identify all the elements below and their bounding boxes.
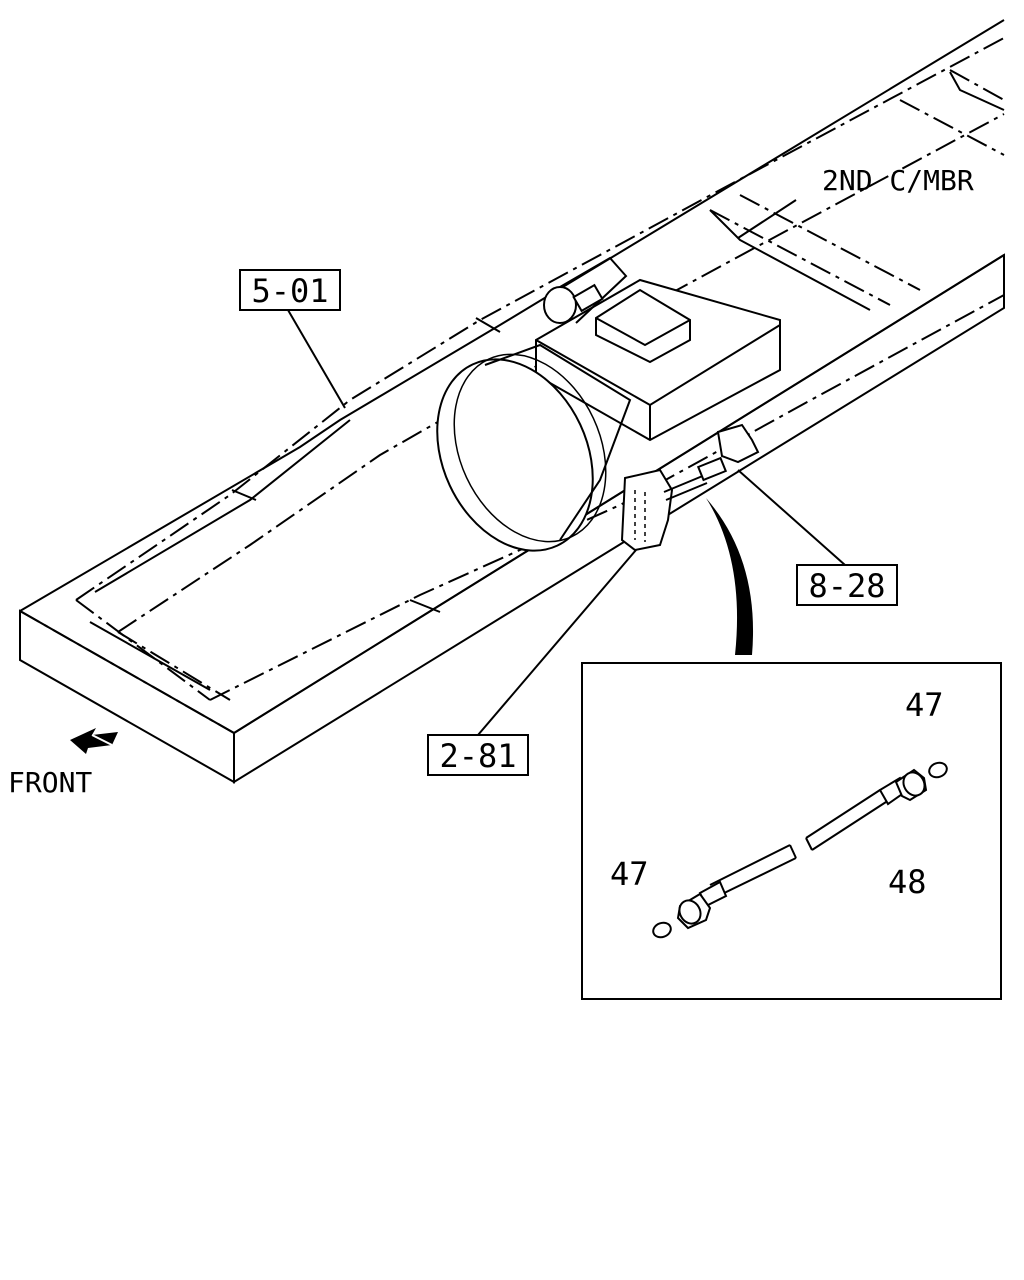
ref-cable-mount-label: 8-28 bbox=[808, 567, 885, 605]
part-number-hose: 48 bbox=[888, 863, 927, 901]
front-label: FRONT bbox=[8, 766, 92, 799]
part-number-oring-bottom: 47 bbox=[610, 855, 649, 893]
ref-frame-box[interactable]: 5-01 bbox=[239, 269, 341, 311]
ref-cable-mount-box[interactable]: 8-28 bbox=[796, 564, 898, 606]
hose-right-segment bbox=[805, 768, 928, 851]
hose-left-segment bbox=[676, 844, 797, 930]
ref-bracket-label: 2-81 bbox=[439, 737, 516, 775]
cable-bracket bbox=[620, 423, 760, 552]
ref-frame-label: 5-01 bbox=[251, 272, 328, 310]
callout-pointer bbox=[706, 498, 754, 655]
tank-unit bbox=[436, 256, 781, 552]
oring-top-icon bbox=[928, 761, 948, 779]
part-number-oring-top: 47 bbox=[905, 686, 944, 724]
detail-view: 47 47 48 bbox=[581, 662, 1002, 1000]
front-arrow-icon bbox=[70, 728, 118, 754]
oring-bottom-icon bbox=[652, 921, 672, 939]
cross-member-label: 2ND C/MBR bbox=[822, 164, 974, 197]
chassis-frame bbox=[19, 19, 1005, 784]
ref-bracket-box[interactable]: 2-81 bbox=[427, 734, 529, 776]
